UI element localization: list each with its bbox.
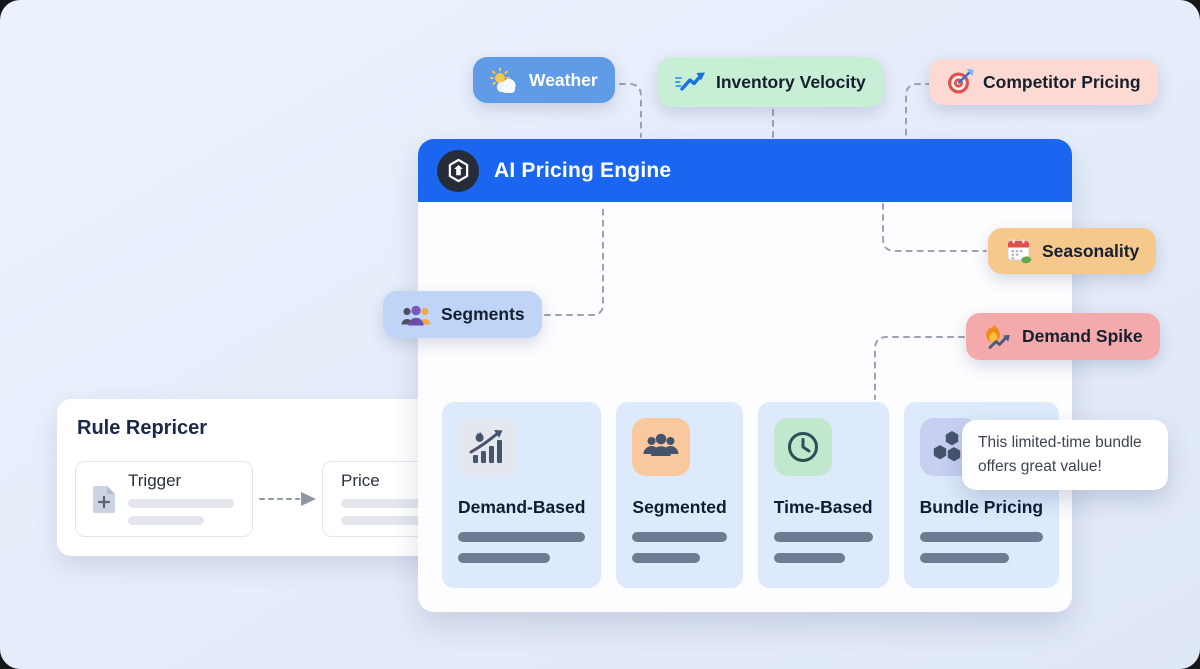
chart-flame-icon — [458, 418, 516, 476]
skeleton-bar — [773, 532, 873, 542]
card-segmented: Segmented — [616, 402, 743, 588]
signal-label: Demand Spike — [1022, 326, 1143, 346]
signal-competitor-pricing: Competitor Pricing — [929, 59, 1158, 105]
rule-repricer-title: Rule Repricer — [77, 417, 208, 439]
ai-pricing-engine-panel: AI Pricing Engine Demand-Based Segmented — [418, 139, 1072, 612]
calendar-leaf-icon — [1005, 237, 1033, 265]
trigger-label: Trigger — [128, 471, 182, 490]
skeleton-bar — [458, 553, 550, 563]
price-label: Price — [341, 471, 380, 490]
signal-label: Competitor Pricing — [983, 71, 1141, 92]
skeleton-bar — [632, 553, 701, 563]
engine-title: AI Pricing Engine — [494, 158, 672, 182]
skeleton-bar — [341, 516, 453, 525]
card-title: Segmented — [632, 497, 727, 517]
trigger-node: Trigger — [75, 461, 253, 537]
sun-cloud-icon — [490, 67, 520, 94]
signal-label: Inventory Velocity — [716, 71, 866, 92]
skeleton-bar — [458, 532, 586, 542]
skeleton-bar — [632, 532, 727, 542]
target-dart-icon — [946, 68, 974, 96]
fire-trend-icon — [983, 323, 1013, 351]
signal-label: Weather — [529, 69, 598, 90]
people-group-icon — [632, 418, 691, 476]
card-title: Bundle Pricing — [919, 497, 1044, 517]
signal-weather: Weather — [473, 57, 615, 103]
signal-segments: Segments — [383, 291, 542, 338]
bundle-tooltip: This limited-time bundle offers great va… — [962, 420, 1168, 491]
rule-repricer-panel: Rule Repricer Trigger Price — [57, 399, 472, 556]
engine-logo-icon — [437, 149, 479, 192]
card-demand-based: Demand-Based — [442, 402, 602, 588]
connector-competitor — [905, 83, 932, 138]
card-title: Demand-Based — [458, 497, 586, 517]
skeleton-bar — [341, 499, 453, 508]
signal-demand-spike: Demand Spike — [966, 313, 1160, 360]
signal-inventory-velocity: Inventory Velocity — [658, 57, 883, 107]
clock-icon — [773, 418, 832, 476]
people-icon — [400, 303, 432, 327]
engine-header: AI Pricing Engine — [418, 139, 1072, 202]
skeleton-bar — [919, 553, 1009, 563]
skeleton-bar — [919, 532, 1044, 542]
skeleton-bar — [773, 553, 845, 563]
skeleton-bar — [128, 516, 204, 525]
skeleton-bar — [128, 499, 234, 508]
connector-weather — [619, 83, 642, 138]
signal-label: Segments — [441, 304, 525, 324]
strategy-cards: Demand-Based Segmented Time-Based — [442, 402, 1060, 588]
card-time-based: Time-Based — [757, 402, 889, 588]
card-title: Time-Based — [773, 497, 873, 517]
file-plus-icon — [91, 485, 117, 520]
trend-up-icon — [675, 70, 707, 94]
signal-label: Seasonality — [1042, 240, 1140, 261]
signal-seasonality: Seasonality — [988, 228, 1157, 274]
